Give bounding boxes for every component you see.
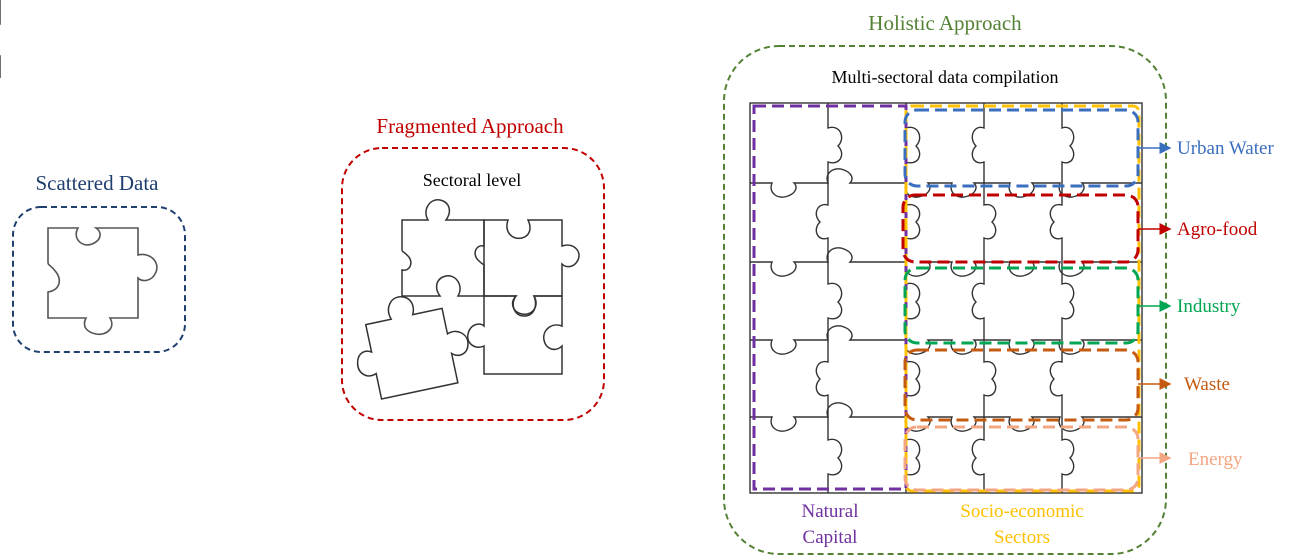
natural-capital-label-line2: Capital xyxy=(803,527,858,548)
holistic-approach-box xyxy=(723,45,1167,555)
multi-sectoral-label: Multi-sectoral data compilation xyxy=(832,67,1059,87)
waste-row xyxy=(903,348,1140,422)
scattered-data-box xyxy=(12,206,186,353)
socio-economic-label-line1: Socio-economic xyxy=(960,501,1083,522)
waste-label: Waste xyxy=(1184,374,1230,395)
energy-label: Energy xyxy=(1188,449,1243,470)
agro-food-label: Agro-food xyxy=(1177,219,1258,240)
sectoral-level-label: Sectoral level xyxy=(423,170,521,190)
scattered-data-title: Scattered Data xyxy=(35,171,159,195)
socio-economic-label-line2: Sectors xyxy=(994,527,1050,548)
fragmented-approach-title: Fragmented Approach xyxy=(376,114,564,138)
puzzle-piece-single xyxy=(47,227,158,336)
puzzle-cluster xyxy=(356,199,580,400)
socio-economic-highlight xyxy=(904,104,1141,493)
natural-capital-label-line1: Natural xyxy=(802,501,859,522)
holistic-approach-panel: Holistic Approach Multi-sectoral data co… xyxy=(0,0,1274,555)
industry-label: Industry xyxy=(1177,296,1241,317)
urban-water-row xyxy=(903,108,1140,188)
puzzle-grid-border xyxy=(749,102,1143,494)
holistic-approach-title: Holistic Approach xyxy=(868,11,1022,35)
energy-row xyxy=(903,425,1140,492)
natural-capital-highlight xyxy=(752,104,908,491)
fragmented-approach-box xyxy=(341,147,605,421)
industry-row xyxy=(903,266,1140,345)
fragmented-approach-panel: Fragmented Approach Sectoral level xyxy=(341,114,605,421)
urban-water-label: Urban Water xyxy=(1177,138,1274,159)
agro-food-row xyxy=(901,193,1140,264)
scattered-data-panel: Scattered Data xyxy=(12,171,186,353)
